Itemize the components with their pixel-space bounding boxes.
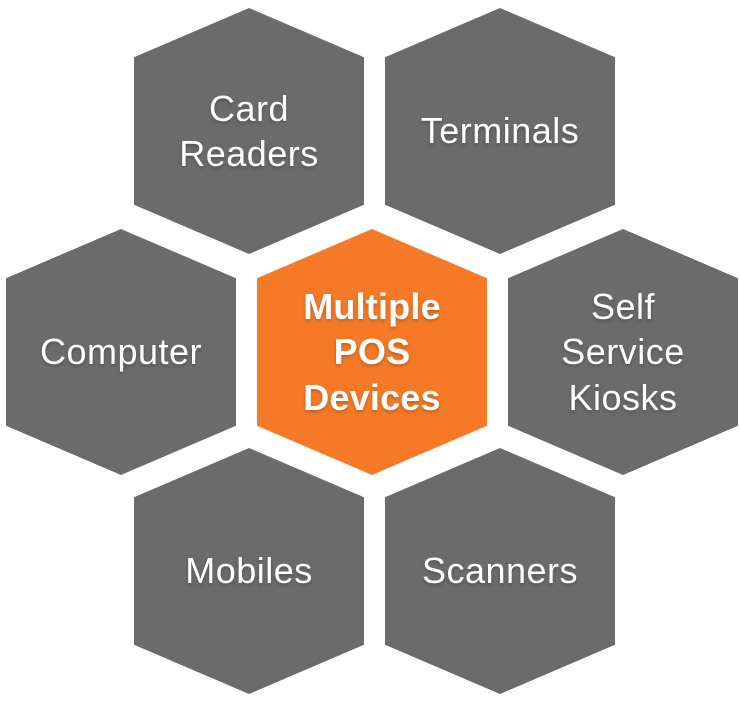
hexagon-self-service-kiosks: Self Service Kiosks [508, 229, 738, 475]
hexagon-self-service-kiosks-label: Self Service Kiosks [561, 285, 685, 418]
hexagon-multiple-pos-devices-label: Multiple POS Devices [303, 285, 441, 418]
hexagon-multiple-pos-devices: Multiple POS Devices [257, 229, 487, 475]
hexagon-scanners: Scanners [385, 448, 615, 694]
hexagon-terminals-label: Terminals [420, 110, 580, 152]
hexagon-card-readers-label: Card Readers [179, 87, 319, 174]
hexagon-computer-label: Computer [39, 331, 203, 373]
hexagon-terminals: Terminals [385, 8, 615, 254]
hexagon-computer: Computer [6, 229, 236, 475]
hexagon-card-readers: Card Readers [134, 8, 364, 254]
hexagon-scanners-label: Scanners [421, 550, 579, 592]
hexagon-mobiles-label: Mobiles [185, 550, 313, 592]
hexagon-mobiles: Mobiles [134, 448, 364, 694]
